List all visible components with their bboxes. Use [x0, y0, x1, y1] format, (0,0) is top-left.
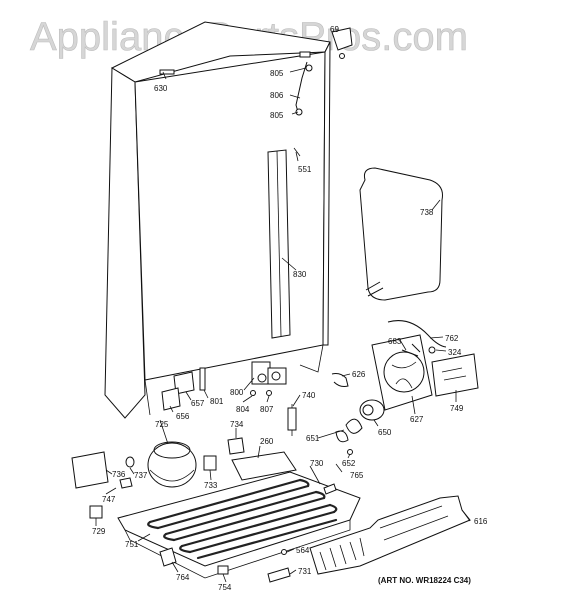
label-807: 807 [260, 405, 274, 414]
label-738: 738 [420, 208, 434, 217]
label-800: 800 [230, 388, 244, 397]
heater-740 [287, 404, 297, 436]
label-651: 651 [306, 434, 320, 443]
refrigerator-cabinet [104, 21, 331, 419]
label-730: 730 [310, 459, 324, 468]
relay-733 [203, 455, 217, 471]
grommet-737 [125, 456, 135, 468]
label-657: 657 [191, 399, 205, 408]
label-626: 626 [352, 370, 366, 379]
part-labels: 69 805 806 805 630 551 738 830 762 683 3… [92, 25, 488, 592]
bracket-734 [227, 437, 245, 455]
label-551: 551 [298, 165, 312, 174]
valve-800 [251, 361, 287, 385]
part-747 [119, 477, 133, 489]
clip-69 [331, 27, 353, 59]
label-765: 765 [350, 471, 364, 480]
condenser-260 [231, 451, 297, 481]
screw-807 [266, 390, 272, 396]
label-627: 627 [410, 415, 424, 424]
label-69: 69 [330, 25, 339, 34]
label-805-bottom: 805 [270, 111, 284, 120]
label-736: 736 [112, 470, 126, 479]
screw-564 [281, 549, 287, 555]
bracket-736 [71, 451, 109, 489]
relay-656 [161, 387, 181, 411]
label-804: 804 [236, 405, 250, 414]
label-764: 764 [176, 573, 190, 582]
label-751: 751 [125, 540, 139, 549]
label-806: 806 [270, 91, 284, 100]
label-737: 737 [134, 471, 148, 480]
label-630: 630 [154, 84, 168, 93]
bracket-731 [267, 567, 291, 583]
fan-blade-651 [335, 418, 363, 443]
condenser-coil [147, 478, 338, 560]
leader-lines [95, 67, 471, 583]
label-754: 754 [218, 583, 232, 592]
label-749: 749 [450, 404, 464, 413]
gasket-738 [359, 167, 443, 301]
label-729: 729 [92, 527, 106, 536]
tube-assembly-806 [295, 61, 313, 116]
label-805-top: 805 [270, 69, 284, 78]
screw-551 [293, 147, 301, 157]
label-683: 683 [388, 337, 402, 346]
label-725: 725 [155, 420, 169, 429]
harness-683 [401, 343, 421, 357]
clip-765 [323, 483, 337, 495]
control-board-749 [431, 353, 479, 397]
label-801: 801 [210, 397, 224, 406]
grommet-324 [428, 346, 436, 354]
compressor-725 [147, 441, 197, 488]
label-733: 733 [204, 481, 218, 490]
tube-762 [387, 320, 447, 348]
label-260: 260 [260, 437, 274, 446]
roller-764 [159, 547, 177, 567]
relay-657 [173, 371, 195, 395]
label-616: 616 [474, 517, 488, 526]
art-number: (ART NO. WR18224 C34) [378, 576, 471, 585]
fan-shroud-627 [371, 334, 433, 411]
part-729 [89, 505, 103, 519]
label-650: 650 [378, 428, 392, 437]
label-564: 564 [296, 546, 310, 555]
thermistor-626 [331, 373, 349, 387]
fan-motor-650 [359, 399, 385, 421]
label-734: 734 [230, 420, 244, 429]
screw-804 [250, 390, 256, 396]
label-830: 830 [293, 270, 307, 279]
label-324: 324 [448, 348, 462, 357]
label-656: 656 [176, 412, 190, 421]
label-747: 747 [102, 495, 116, 504]
foot-754 [217, 565, 229, 575]
nut-652 [347, 449, 353, 455]
label-731: 731 [298, 567, 312, 576]
label-762: 762 [445, 334, 459, 343]
label-740: 740 [302, 391, 316, 400]
label-652: 652 [342, 459, 356, 468]
grille-616 [309, 495, 471, 575]
rod-801 [199, 367, 206, 391]
